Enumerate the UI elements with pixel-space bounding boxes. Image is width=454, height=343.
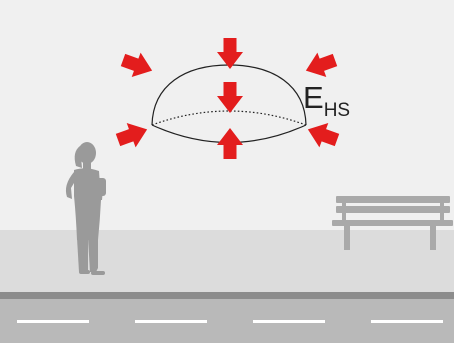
curb bbox=[0, 292, 454, 299]
lane-marking bbox=[253, 320, 325, 323]
lane-marking bbox=[371, 320, 443, 323]
sidewalk bbox=[0, 230, 454, 292]
symbol-main: E bbox=[303, 80, 324, 115]
lane-marking bbox=[17, 320, 89, 323]
symbol-subscript: HS bbox=[324, 100, 350, 121]
illuminance-symbol: EHS bbox=[303, 82, 350, 113]
lane-marking bbox=[135, 320, 207, 323]
